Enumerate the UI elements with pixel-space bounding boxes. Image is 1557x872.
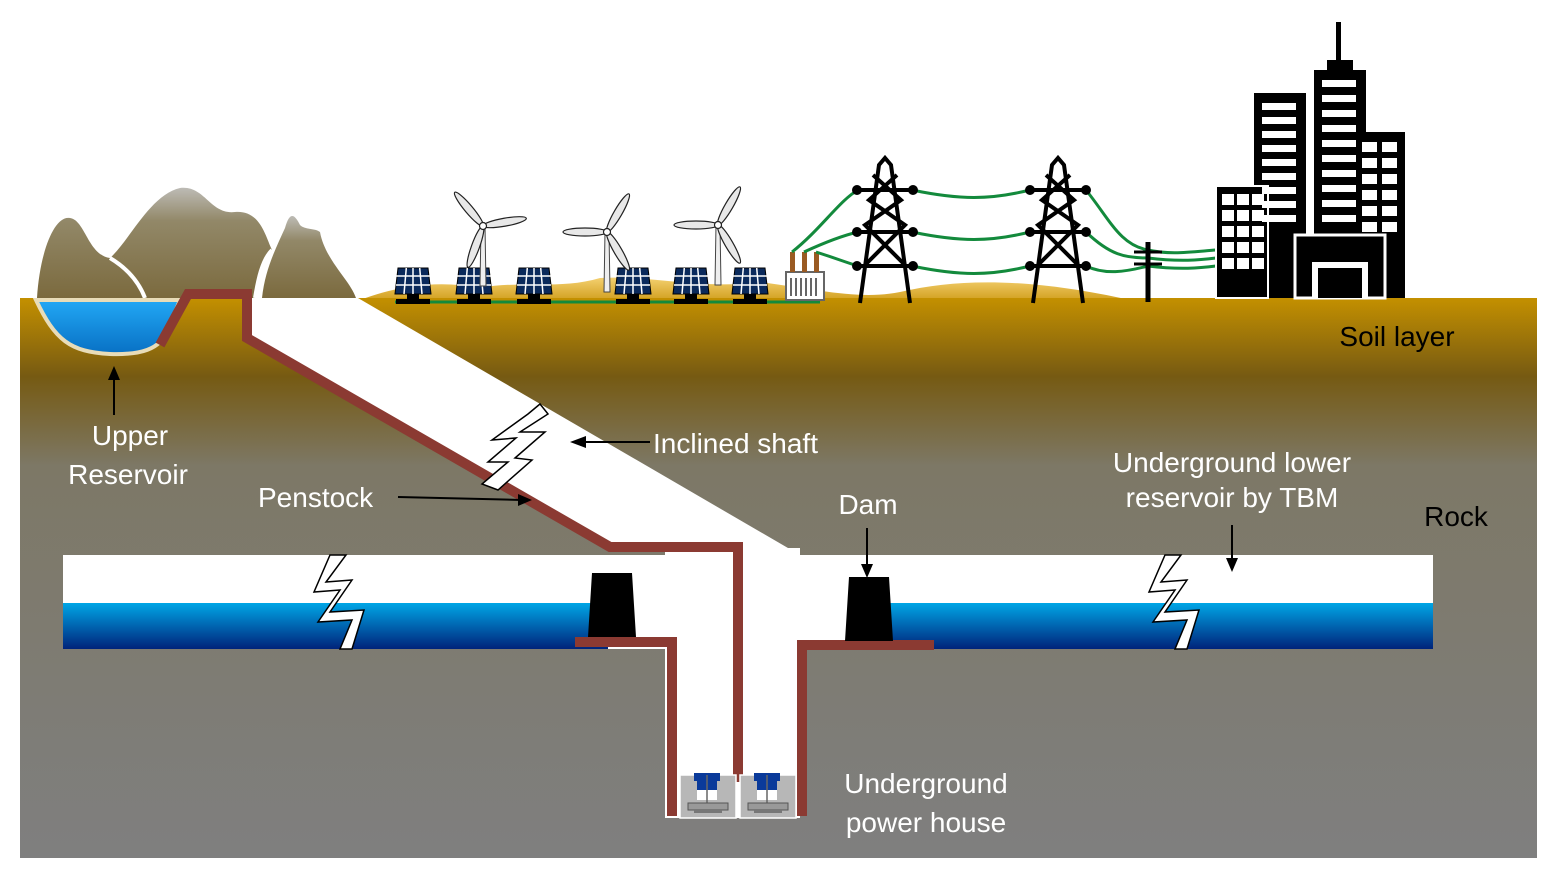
wind-turbine-icon: [673, 186, 742, 286]
solar-panel-icon: [731, 267, 769, 304]
penstock: [155, 289, 934, 816]
solar-panel-icon: [614, 267, 652, 304]
transmission-tower-icon: [1025, 154, 1091, 304]
label-power-house-2: power house: [846, 807, 1006, 838]
solar-panel-icon: [394, 267, 432, 304]
label-lower-reservoir-2: reservoir by TBM: [1126, 482, 1339, 513]
turbine-generator-icon: [679, 773, 797, 819]
label-soil-layer: Soil layer: [1339, 321, 1454, 352]
label-penstock: Penstock: [258, 482, 374, 513]
label-inclined-shaft: Inclined shaft: [653, 428, 818, 459]
solar-panel-icon: [515, 267, 553, 304]
mountain-icon: [37, 187, 356, 299]
label-lower-reservoir: Underground lower: [1113, 447, 1351, 478]
dam-right-icon: [845, 577, 893, 641]
transformer-icon: [785, 252, 825, 301]
dam-left-icon: [588, 573, 636, 637]
label-upper-reservoir-2: Reservoir: [68, 459, 188, 490]
solar-panel-icon: [672, 267, 710, 304]
lower-reservoir-water-left: [63, 603, 608, 649]
label-dam: Dam: [838, 489, 897, 520]
label-upper-reservoir: Upper: [92, 420, 168, 451]
annotation-arrows: [108, 366, 1238, 578]
transmission-tower-icon: [852, 154, 918, 304]
city-buildings-icon: [1215, 22, 1405, 300]
wind-turbine-icon: [453, 191, 527, 287]
utility-pole-icon: [1134, 242, 1162, 302]
label-power-house: Underground: [844, 768, 1007, 799]
lower-reservoir-water-right: [872, 603, 1433, 649]
crack-icon: [312, 402, 1201, 650]
wind-turbine-icon: [562, 193, 631, 293]
label-rock: Rock: [1424, 501, 1489, 532]
